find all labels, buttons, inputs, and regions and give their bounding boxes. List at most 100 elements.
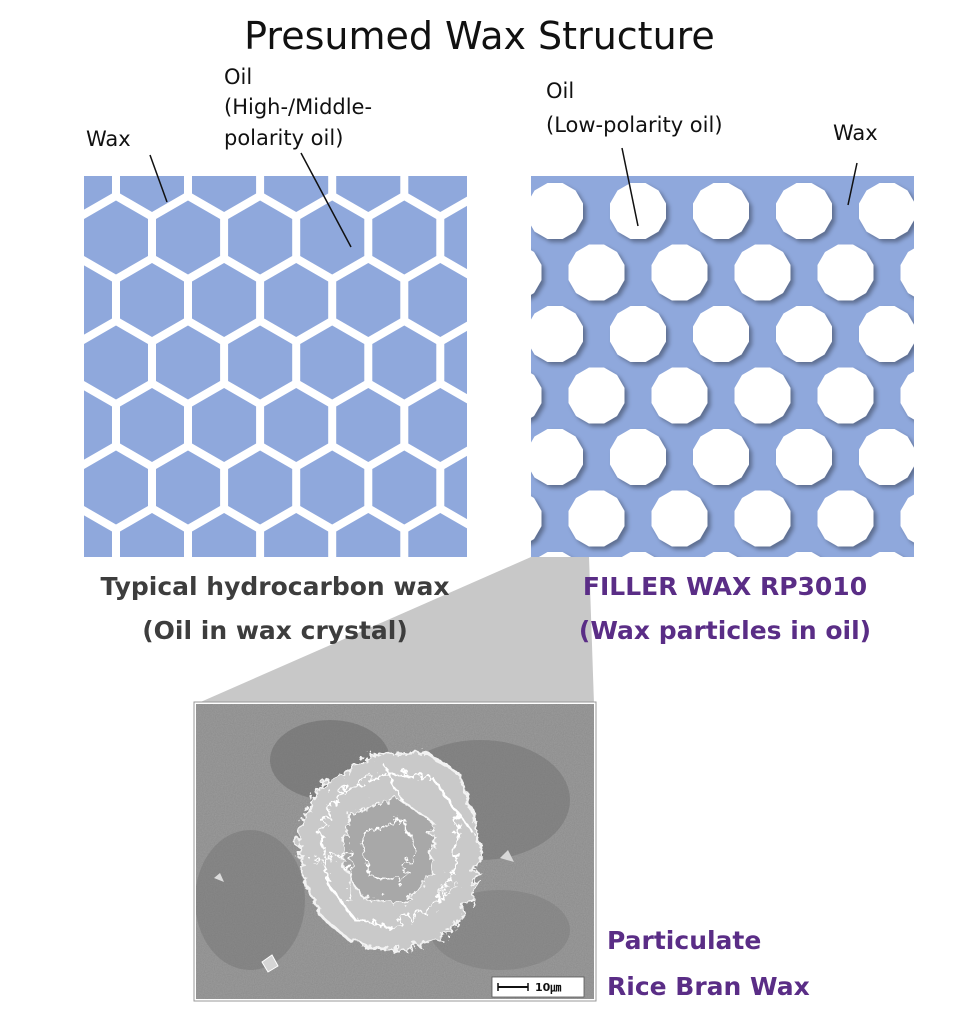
right-oil-label: Oil bbox=[546, 79, 575, 103]
zoom-wedge bbox=[196, 527, 594, 704]
oil-hexagon bbox=[264, 176, 329, 212]
wax-particle bbox=[859, 306, 914, 362]
oil-hexagon bbox=[156, 76, 220, 150]
oil-hexagon bbox=[84, 176, 112, 210]
wax-particle bbox=[531, 373, 542, 418]
wax-particle bbox=[817, 367, 874, 424]
wax-particle bbox=[900, 494, 914, 543]
oil-hexagon bbox=[156, 325, 221, 400]
oil-hexagon bbox=[84, 200, 148, 275]
wax-particle bbox=[734, 367, 791, 424]
oil-hexagon bbox=[156, 200, 221, 275]
particle-group bbox=[531, 183, 959, 608]
oil-hexagon bbox=[408, 263, 467, 337]
wax-particle bbox=[942, 183, 959, 239]
oil-hexagon bbox=[84, 450, 148, 525]
right-oil-detail: (Low-polarity oil) bbox=[546, 113, 723, 137]
oil-hexagon bbox=[120, 388, 184, 462]
oil-hexagon bbox=[408, 388, 467, 462]
sem-image: 10㎛ bbox=[193, 701, 597, 1002]
left-oil-detail-1: (High-/Middle- bbox=[224, 95, 373, 119]
wax-particle bbox=[859, 429, 914, 485]
oil-hexagon bbox=[336, 263, 401, 337]
oil-hexagon bbox=[300, 325, 365, 400]
wax-particle bbox=[787, 552, 821, 557]
oil-hexagon bbox=[84, 265, 112, 335]
right-oil-leader bbox=[621, 147, 639, 227]
wax-particle bbox=[734, 244, 791, 301]
wax-particle bbox=[704, 552, 738, 557]
oil-hexagon bbox=[192, 513, 257, 557]
left-caption-line2: (Oil in wax crystal) bbox=[142, 616, 408, 645]
left-oil-leader bbox=[300, 152, 352, 248]
wax-particle-blob bbox=[294, 746, 480, 950]
wax-particle bbox=[651, 244, 708, 301]
wax-particle bbox=[859, 183, 914, 239]
oil-hexagon bbox=[336, 176, 401, 212]
right-wax-leader bbox=[847, 162, 858, 206]
oil-hexagon bbox=[264, 263, 329, 337]
hexagon-group bbox=[84, 76, 508, 557]
wax-particle bbox=[610, 429, 666, 485]
right-caption: FILLER WAX RP3010 (Wax particles in oil) bbox=[515, 565, 935, 653]
wax-particle bbox=[942, 306, 959, 362]
left-caption: Typical hydrocarbon wax (Oil in wax crys… bbox=[70, 565, 480, 653]
wax-particle bbox=[942, 552, 959, 608]
left-caption-line1: Typical hydrocarbon wax bbox=[100, 572, 450, 601]
page-title: Presumed Wax Structure bbox=[244, 14, 715, 58]
wax-particle bbox=[693, 429, 749, 485]
wax-particle bbox=[651, 490, 708, 547]
oil-hexagon bbox=[408, 513, 467, 557]
wax-particle bbox=[734, 490, 791, 547]
oil-hexagon bbox=[336, 388, 401, 462]
oil-hexagon bbox=[192, 176, 257, 212]
scale-bar-box bbox=[491, 976, 585, 998]
oil-hexagon bbox=[372, 200, 437, 275]
wax-particle bbox=[610, 183, 666, 239]
oil-hexagon bbox=[228, 325, 293, 400]
wax-particle bbox=[531, 250, 542, 295]
oil-hexagon bbox=[264, 388, 329, 462]
oil-hexagon bbox=[120, 263, 184, 337]
wax-particle bbox=[693, 306, 749, 362]
right-caption-line2: (Wax particles in oil) bbox=[578, 616, 872, 645]
oil-hexagon bbox=[444, 455, 467, 520]
wax-particle bbox=[568, 244, 625, 301]
wax-particle bbox=[610, 306, 666, 362]
left-oil-label: Oil bbox=[224, 65, 253, 89]
particle-panel bbox=[531, 176, 959, 608]
wax-particle bbox=[538, 552, 572, 557]
sem-caption-line1: Particulate bbox=[607, 926, 762, 955]
oil-hexagon bbox=[300, 450, 365, 525]
wax-particle bbox=[776, 429, 832, 485]
oil-hexagon bbox=[228, 200, 293, 275]
oil-hexagon bbox=[408, 176, 467, 212]
oil-hexagon bbox=[192, 388, 257, 462]
oil-hexagon bbox=[444, 330, 467, 395]
oil-hexagon bbox=[84, 515, 112, 557]
oil-hexagon bbox=[372, 450, 437, 525]
oil-hexagon bbox=[264, 513, 329, 557]
oil-hexagon bbox=[372, 325, 437, 400]
wax-particle bbox=[942, 429, 959, 485]
oil-hexagon bbox=[84, 390, 112, 460]
sem-caption-line2: Rice Bran Wax bbox=[607, 972, 810, 1001]
wax-particle bbox=[531, 429, 583, 485]
wax-particle bbox=[693, 183, 749, 239]
wax-particle bbox=[568, 490, 625, 547]
oil-hexagon bbox=[336, 513, 401, 557]
wax-particle bbox=[568, 367, 625, 424]
wax-particle bbox=[776, 306, 832, 362]
left-oil-detail-2: polarity oil) bbox=[224, 126, 344, 150]
honeycomb-panel bbox=[84, 76, 508, 557]
oil-hexagon bbox=[156, 450, 221, 525]
oil-hexagon bbox=[444, 76, 508, 150]
wax-particle bbox=[900, 248, 914, 297]
right-wax-label: Wax bbox=[833, 121, 878, 145]
oil-hexagon bbox=[84, 325, 148, 400]
oil-hexagon bbox=[372, 76, 436, 150]
wax-particle bbox=[817, 244, 874, 301]
oil-hexagon bbox=[120, 176, 184, 212]
sem-caption: Particulate Rice Bran Wax bbox=[607, 918, 810, 1010]
